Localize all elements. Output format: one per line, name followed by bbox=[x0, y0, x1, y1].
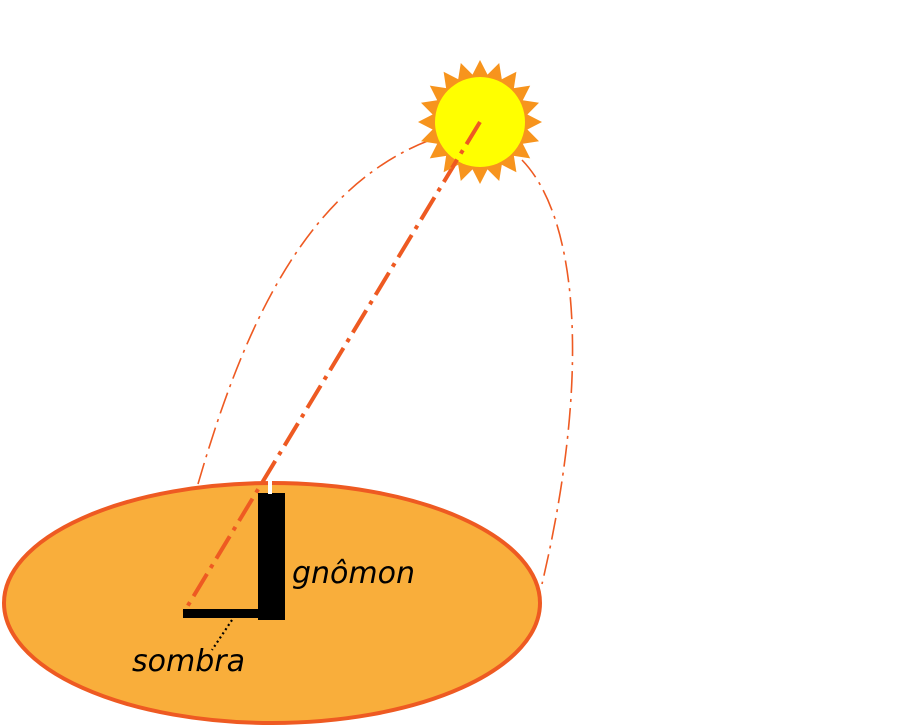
sun-ray-line bbox=[182, 120, 482, 614]
sun-path-arc bbox=[197, 139, 574, 585]
shadow-bar bbox=[183, 609, 273, 618]
sun-ray-overlay bbox=[450, 120, 482, 170]
shadow-leader-line bbox=[211, 619, 233, 651]
gnomon-label: gnômon bbox=[292, 556, 415, 591]
sun-icon bbox=[418, 60, 542, 184]
shadow-label: sombra bbox=[132, 644, 245, 679]
gnomon-tip-highlight bbox=[268, 478, 272, 494]
gnomon-post bbox=[258, 493, 285, 620]
